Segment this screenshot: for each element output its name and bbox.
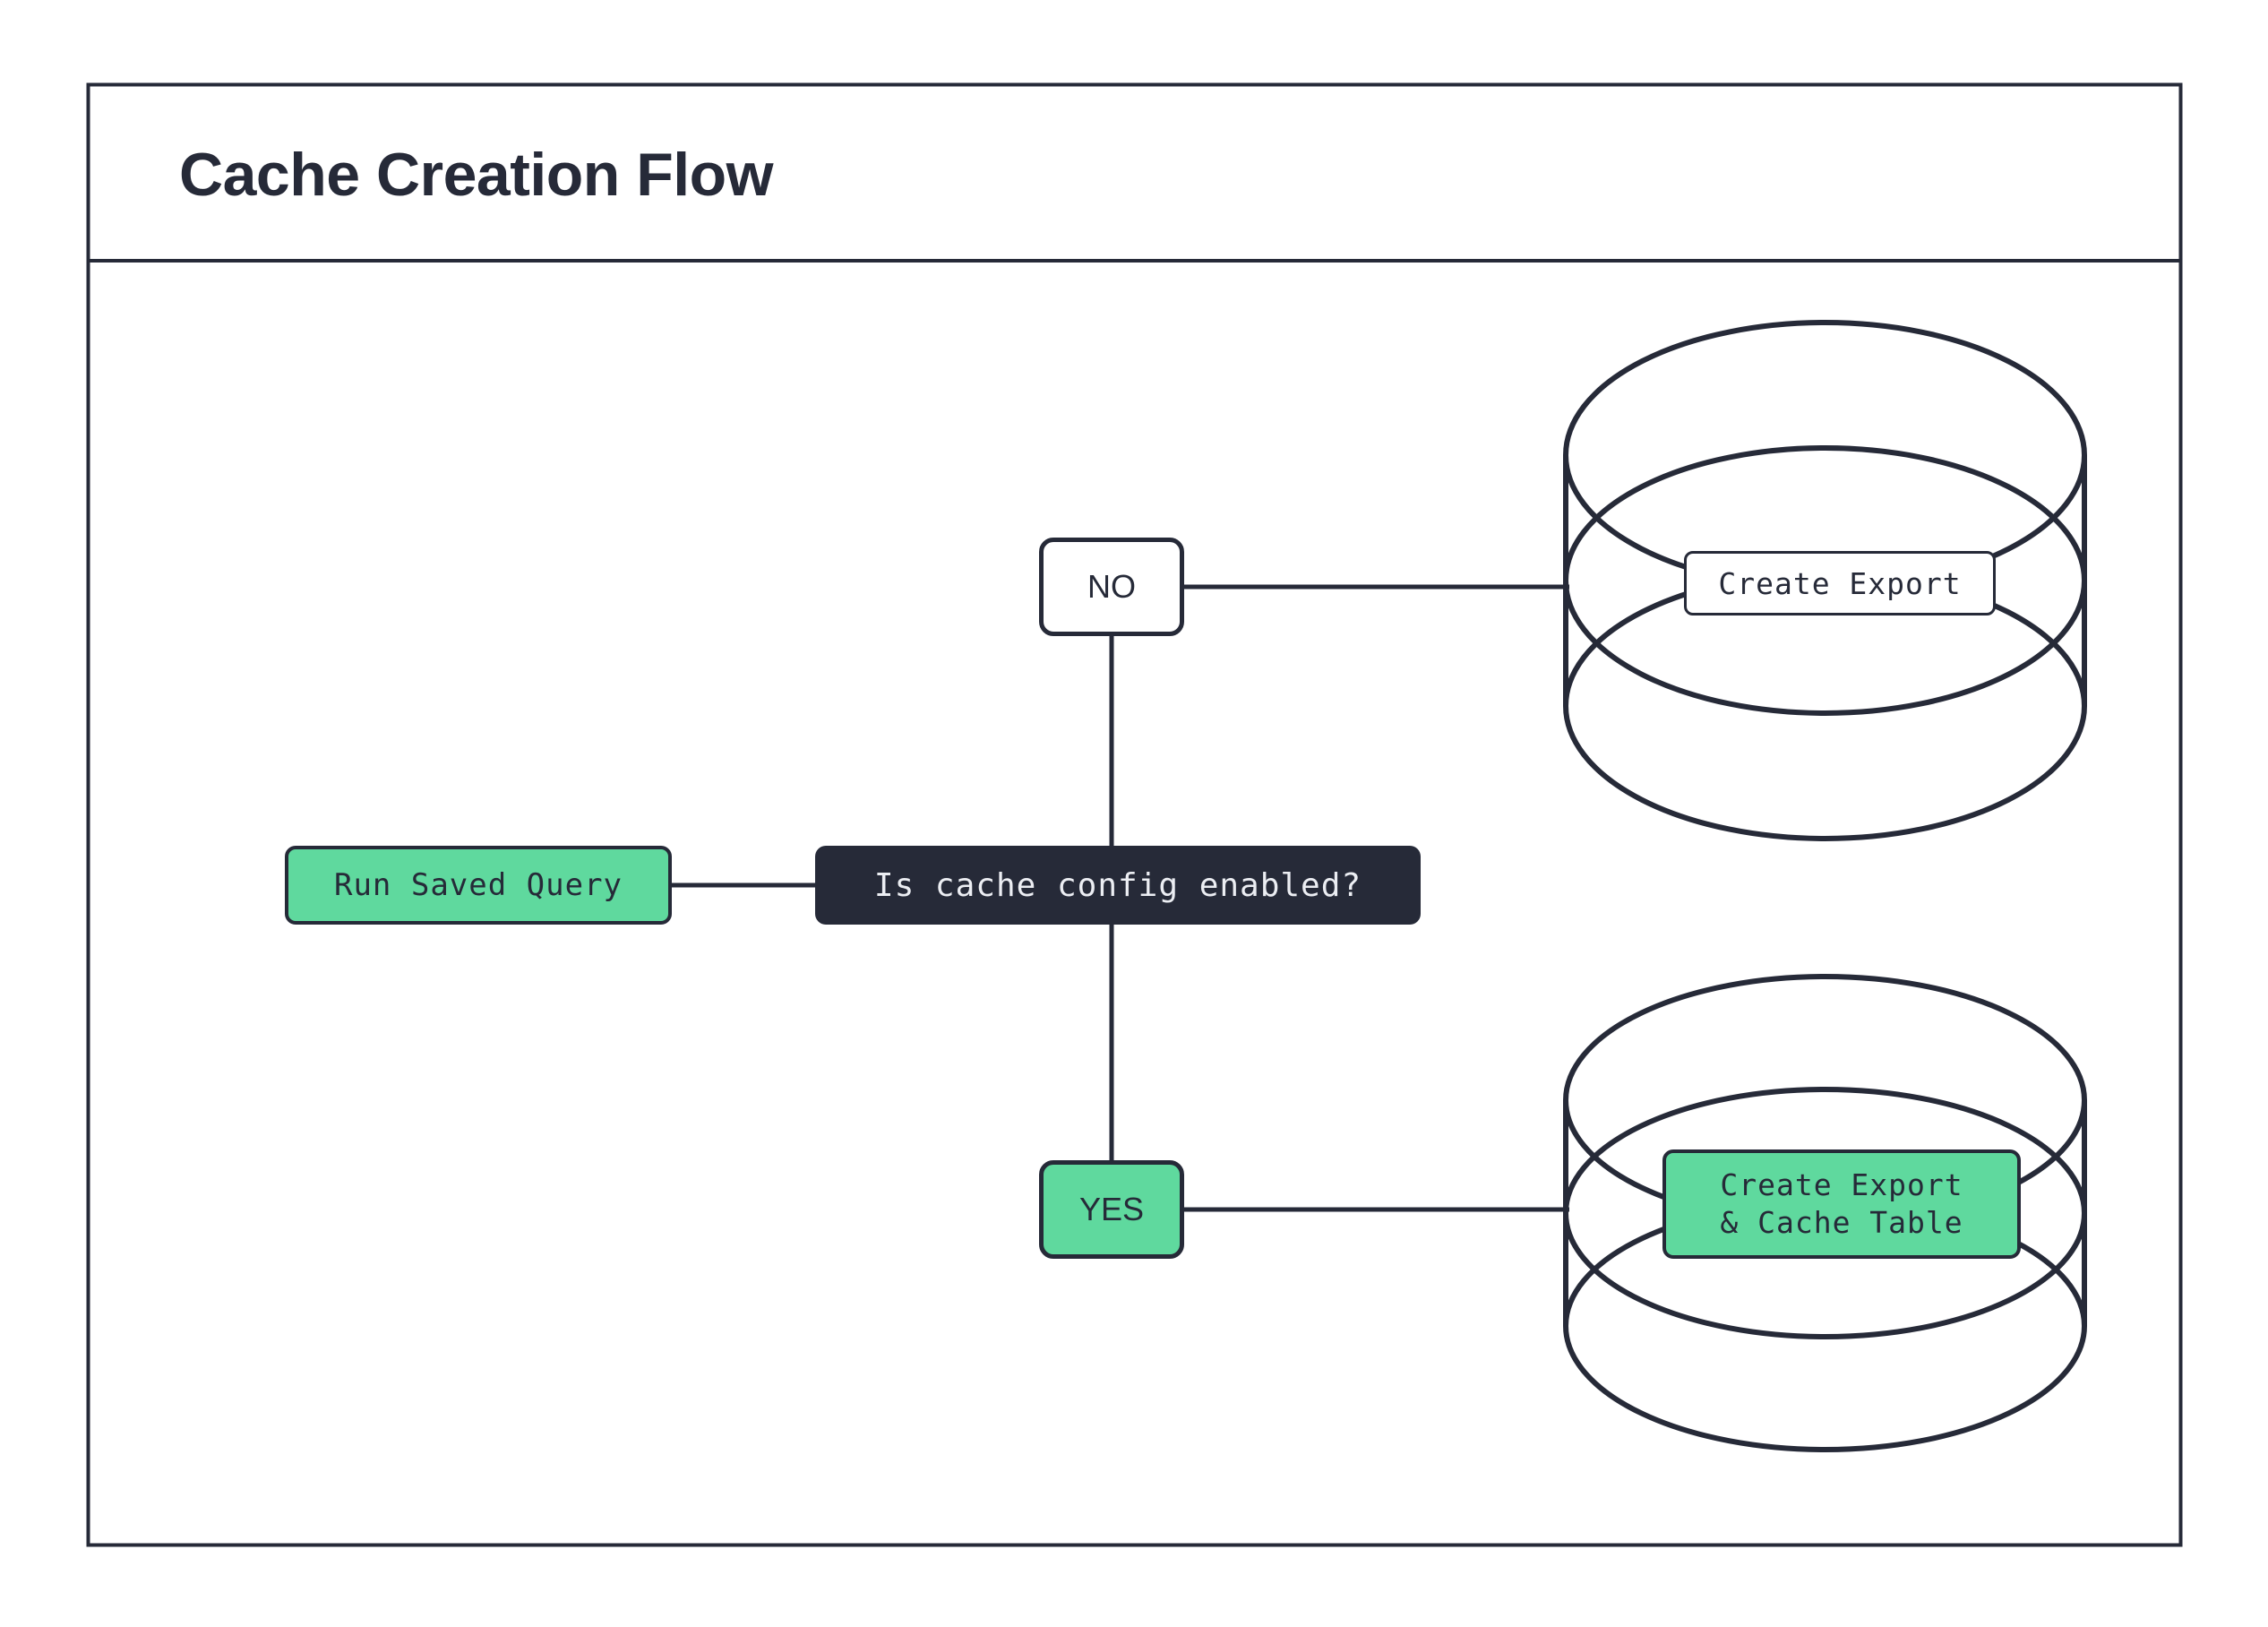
node-label-line-1: Create Export <box>1720 1166 1963 1202</box>
node-label-line-2: & Cache Table <box>1720 1205 1963 1240</box>
page-title: Cache Creation Flow <box>179 141 774 209</box>
node-run-saved-query[interactable]: Run Saved Query <box>285 846 672 925</box>
node-branch-no[interactable]: NO <box>1039 538 1184 636</box>
node-branch-yes[interactable]: YES <box>1039 1160 1184 1259</box>
node-create-export-label[interactable]: Create Export <box>1684 551 1996 616</box>
diagram-frame <box>86 82 2183 1547</box>
node-decision-is-cache-config-enabled[interactable]: Is cache config enabled? <box>815 846 1421 925</box>
node-create-export-and-cache-table-label[interactable]: Create Export & Cache Table <box>1662 1149 2021 1259</box>
